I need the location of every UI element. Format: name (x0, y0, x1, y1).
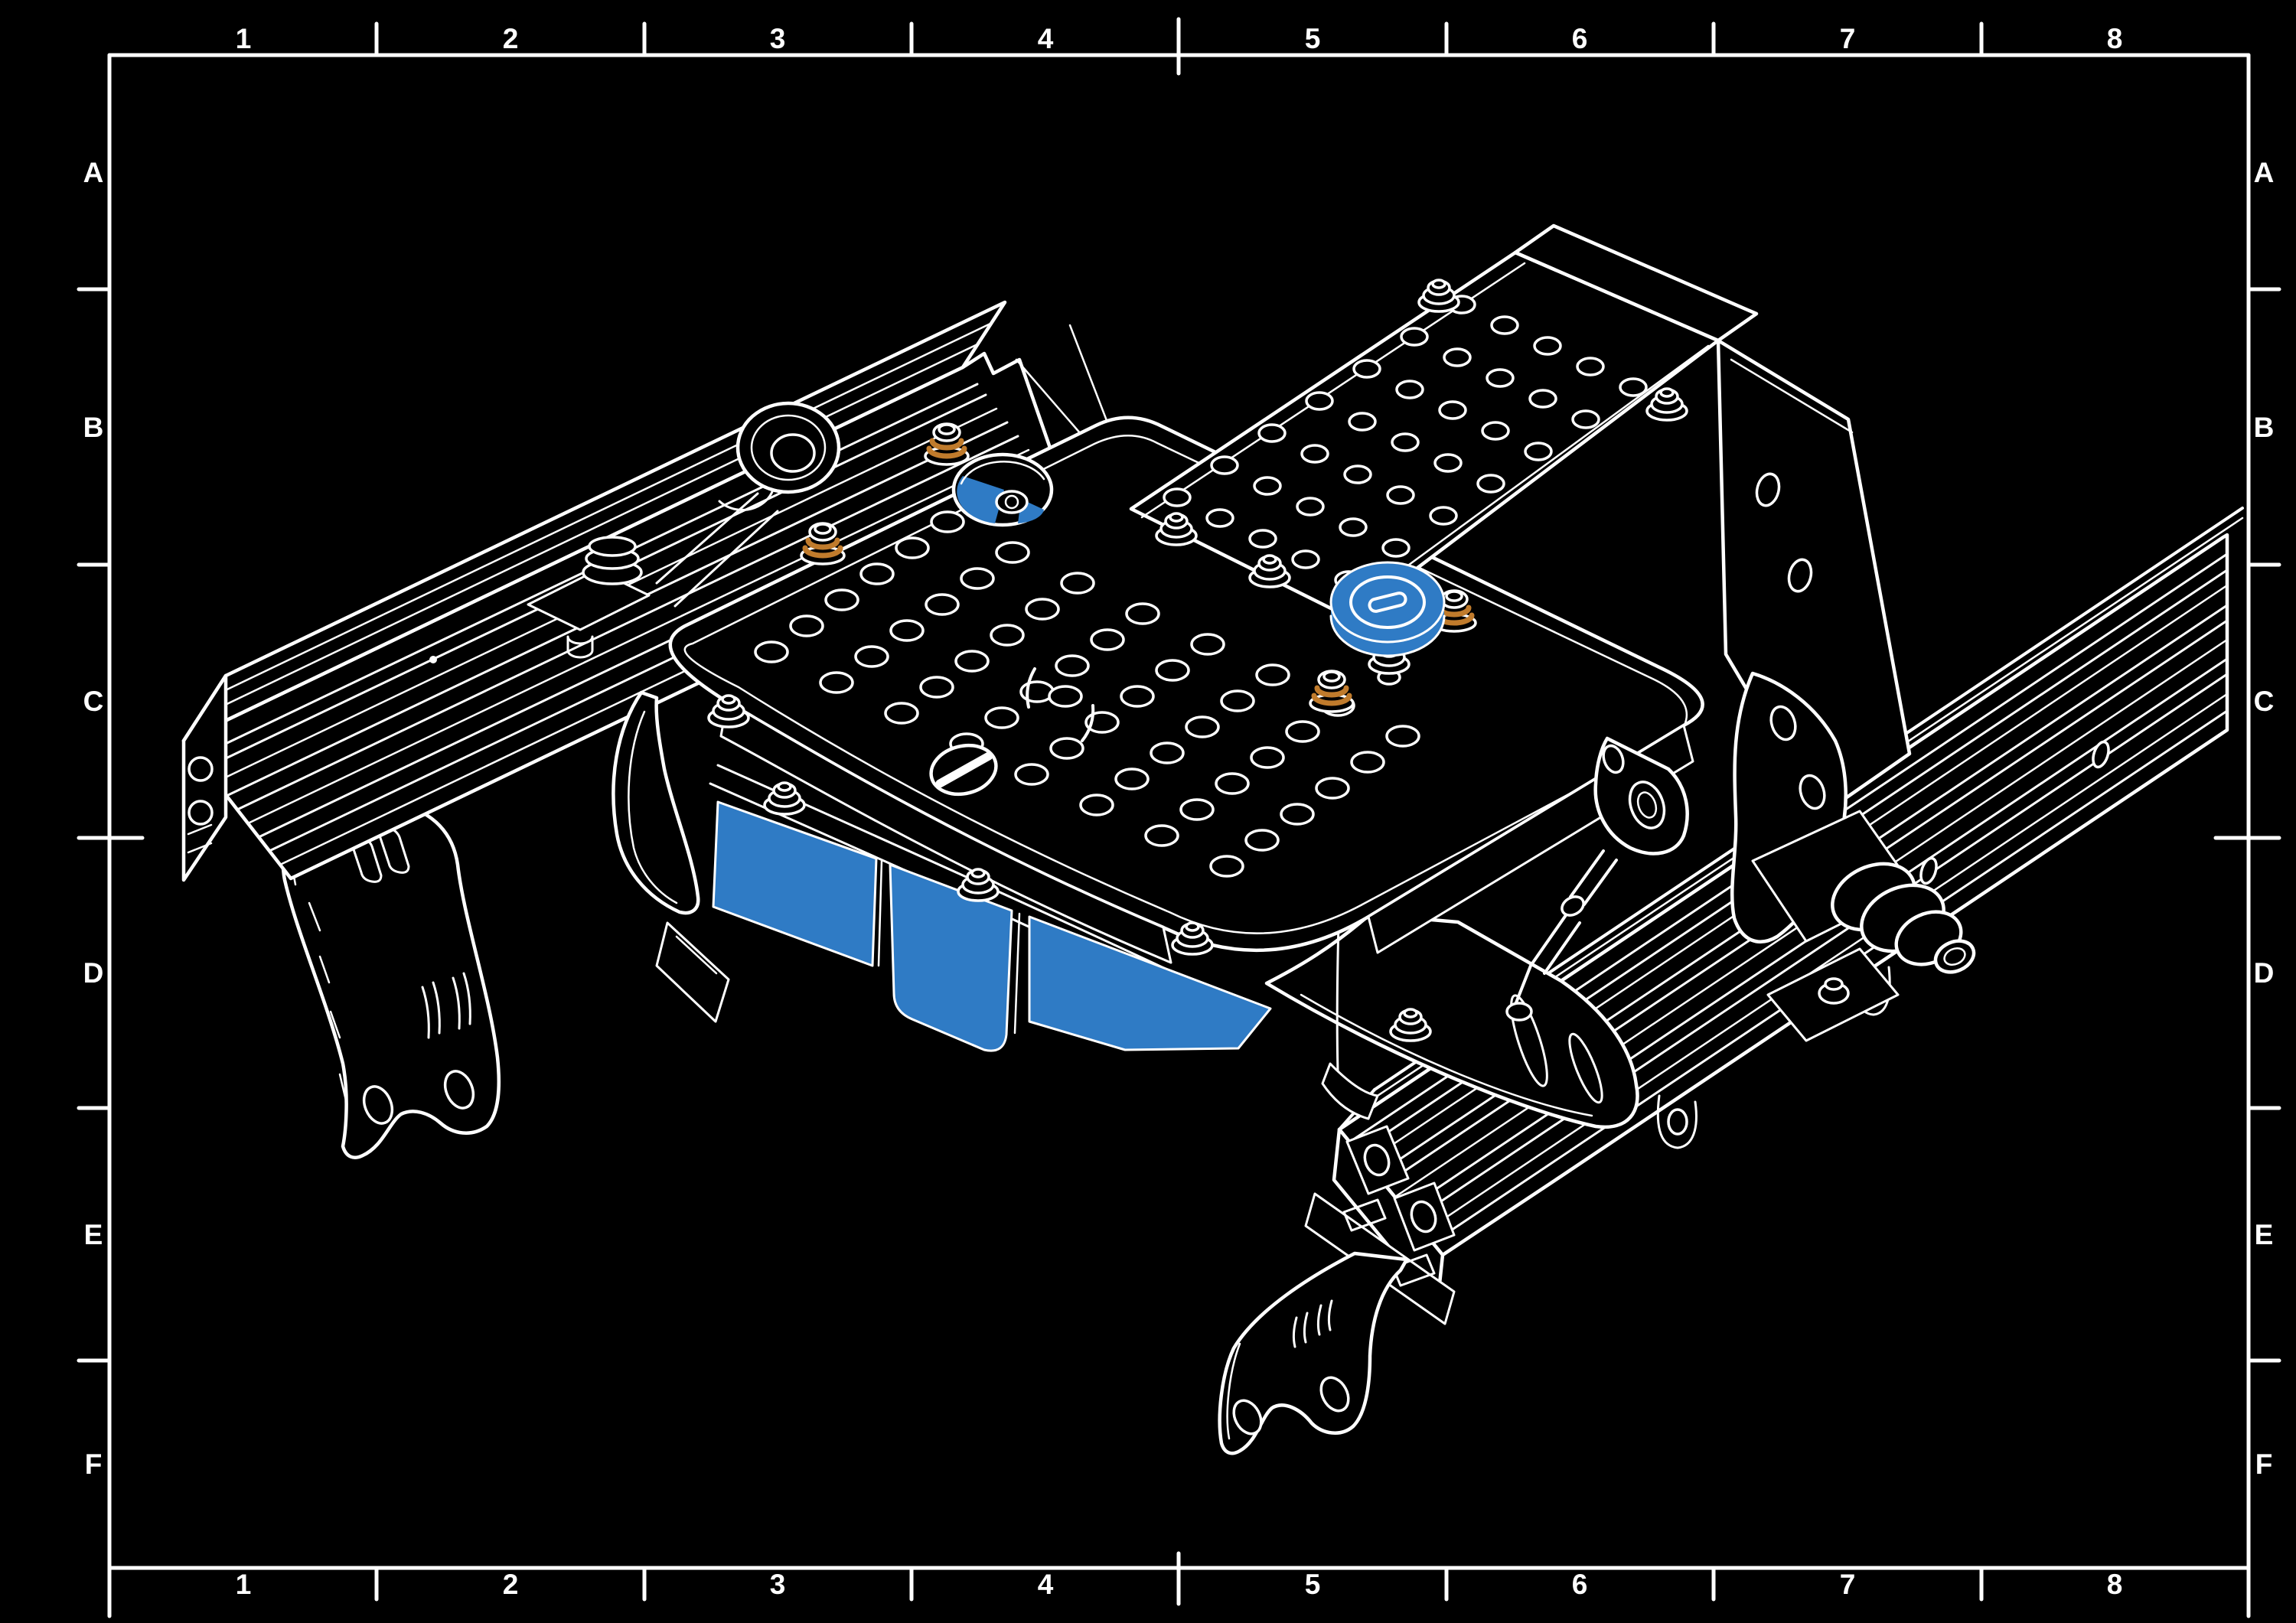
zone-labels: 1 2 3 4 5 6 7 8 1 2 3 4 5 6 7 8 A B C D … (83, 23, 2275, 1600)
seat-shell-left-fin (612, 690, 730, 1023)
col-label: 6 (1572, 23, 1588, 54)
zone-ticks-right (2213, 287, 2281, 1363)
row-label: C (83, 686, 104, 717)
row-label: A (83, 157, 104, 188)
skirt-panel-right-highlight (1028, 915, 1272, 1051)
front-skirt-panel (709, 764, 1272, 1052)
col-label: 3 (770, 1569, 786, 1600)
row-label: D (2254, 957, 2275, 989)
col-label: 7 (1840, 23, 1856, 54)
col-label: 5 (1305, 23, 1321, 54)
seat-plate-hole-grid (754, 510, 1420, 878)
skirt-panel-left-highlight (712, 800, 878, 967)
rear-plate-hole-grid (1163, 295, 1648, 590)
col-label: 1 (236, 1569, 252, 1600)
col-label: 8 (2107, 23, 2123, 54)
row-label: C (2254, 686, 2275, 717)
zone-ticks-top (374, 17, 1984, 76)
col-label: 4 (1038, 23, 1054, 54)
row-label: F (85, 1449, 103, 1480)
zone-ticks-left (77, 287, 145, 1363)
hinge-assembly (1505, 671, 1976, 1042)
row-label: A (2254, 157, 2275, 188)
pivot-bushing-highlight (1329, 561, 1446, 657)
left-rail-extrusion (181, 300, 1072, 882)
row-label: F (2255, 1449, 2273, 1480)
seat-base-plate (668, 416, 1704, 974)
border-frame: 1 2 3 4 5 6 7 8 1 2 3 4 5 6 7 8 A B C D … (77, 17, 2281, 1618)
row-label: B (83, 412, 104, 443)
zone-ticks-bottom (374, 1551, 1984, 1606)
col-label: 5 (1305, 1569, 1321, 1600)
col-label: 1 (236, 23, 252, 54)
row-label: B (2254, 412, 2275, 443)
col-label: 3 (770, 23, 786, 54)
fasteners (707, 279, 1688, 1042)
col-label: 7 (1840, 1569, 1856, 1600)
rear-mounting-plate (1129, 223, 1912, 817)
row-label: E (84, 1219, 103, 1250)
skirt-panel-mid-highlight (889, 863, 1013, 1052)
col-label: 8 (2107, 1569, 2123, 1600)
col-label: 2 (503, 1569, 519, 1600)
row-label: D (83, 957, 104, 989)
col-label: 2 (503, 23, 519, 54)
row-label: E (2255, 1219, 2274, 1250)
col-label: 6 (1572, 1569, 1588, 1600)
col-label: 4 (1038, 1569, 1054, 1600)
right-leg-bracket (1218, 1251, 1409, 1455)
